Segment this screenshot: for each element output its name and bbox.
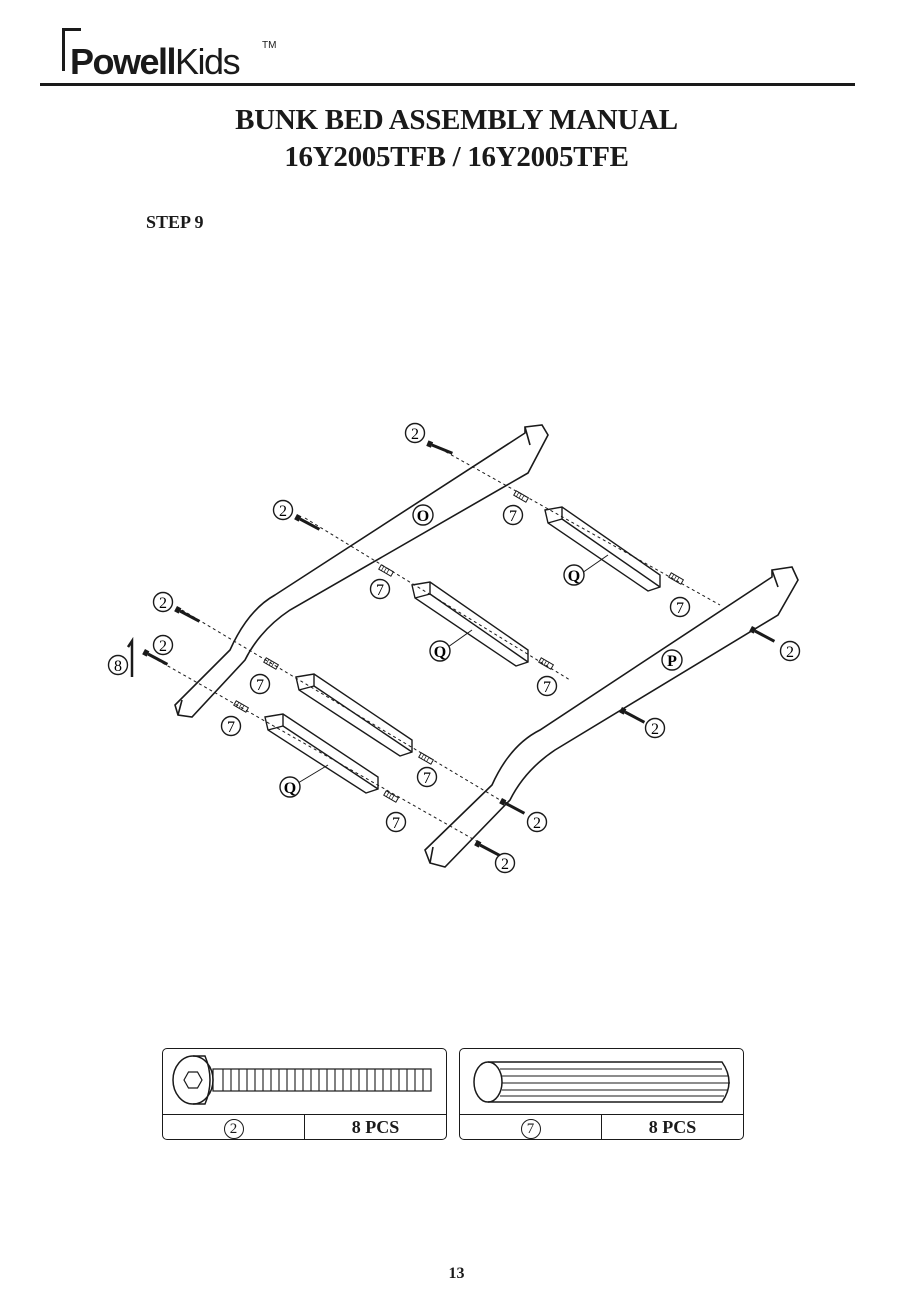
svg-text:7: 7	[423, 770, 431, 787]
callout-bolt: 2 2 2 2 2 2 2 2	[152, 422, 801, 874]
rail-o	[174, 424, 549, 718]
svg-text:7: 7	[376, 582, 384, 599]
hardware-row-bolt: 2 8 PCS	[163, 1114, 446, 1140]
assembly-diagram: 2 2 2 2 2 2 2 2 7 7 7 7 7 7 7 7 8	[107, 422, 801, 874]
logo-brand-text: Powell	[70, 41, 177, 82]
hardware-row-dowel: 7 8 PCS	[460, 1114, 743, 1140]
svg-text:2: 2	[159, 638, 167, 655]
svg-text:2: 2	[533, 815, 541, 832]
logo-sub-text: Kids	[175, 41, 241, 82]
svg-text:7: 7	[392, 815, 400, 832]
part-number: 2	[223, 1118, 244, 1139]
hardware-box-dowel: 7 8 PCS	[459, 1048, 744, 1140]
callout-bolt-label: 2	[411, 426, 419, 443]
callout-rail-o: O	[412, 504, 434, 526]
callout-dowel: 7 7 7 7 7 7 7 7	[220, 504, 691, 833]
step-heading: STEP 9	[146, 212, 204, 232]
manual-title: BUNK BED ASSEMBLY MANUAL	[235, 104, 678, 136]
svg-text:P: P	[667, 653, 677, 670]
svg-text:7: 7	[227, 719, 235, 736]
svg-text:Q: Q	[568, 568, 580, 585]
svg-text:8: 8	[114, 658, 122, 675]
bolt-icon	[172, 1055, 432, 1105]
slat-q-back	[544, 506, 661, 592]
svg-text:Q: Q	[434, 644, 446, 661]
svg-text:O: O	[417, 508, 429, 525]
svg-text:2: 2	[501, 856, 509, 873]
slat-q-front-upper	[295, 673, 413, 757]
svg-text:2: 2	[279, 503, 287, 520]
callout-hex-key: 8	[107, 654, 129, 676]
callout-slat-q-front: Q	[279, 764, 329, 798]
logo-frame-icon	[62, 28, 81, 71]
svg-text:2: 2	[786, 644, 794, 661]
part-number-cell: 2	[163, 1115, 304, 1140]
brand-logo: PowellKids TM	[62, 28, 322, 83]
header-divider	[40, 83, 855, 86]
svg-text:7: 7	[256, 677, 264, 694]
part-number-cell: 7	[460, 1115, 601, 1140]
page-number: 13	[448, 1265, 465, 1282]
hardware-box-bolt: 2 8 PCS	[162, 1048, 447, 1140]
part-number: 7	[520, 1118, 541, 1139]
svg-text:Q: Q	[284, 780, 296, 797]
svg-text:7: 7	[543, 679, 551, 696]
hex-key-icon	[126, 636, 134, 677]
svg-text:7: 7	[676, 600, 684, 617]
model-numbers: 16Y2005TFB / 16Y2005TFE	[284, 141, 629, 173]
trademark-mark: TM	[262, 40, 277, 51]
callout-slat-q-middle: Q	[429, 629, 473, 662]
slat-q-middle	[411, 581, 529, 667]
svg-text:2: 2	[651, 721, 659, 738]
callout-dowel-label: 7	[509, 508, 517, 525]
quantity-cell: 8 PCS	[601, 1115, 743, 1140]
callout-slat-q-back: Q	[563, 554, 609, 586]
quantity-cell: 8 PCS	[304, 1115, 446, 1140]
rail-p	[424, 566, 799, 868]
svg-text:2: 2	[159, 595, 167, 612]
callout-rail-p: P	[661, 649, 683, 671]
slat-q-front-lower	[264, 713, 379, 794]
dowel-icon	[473, 1061, 730, 1103]
logo-wordmark: PowellKids	[70, 41, 241, 82]
